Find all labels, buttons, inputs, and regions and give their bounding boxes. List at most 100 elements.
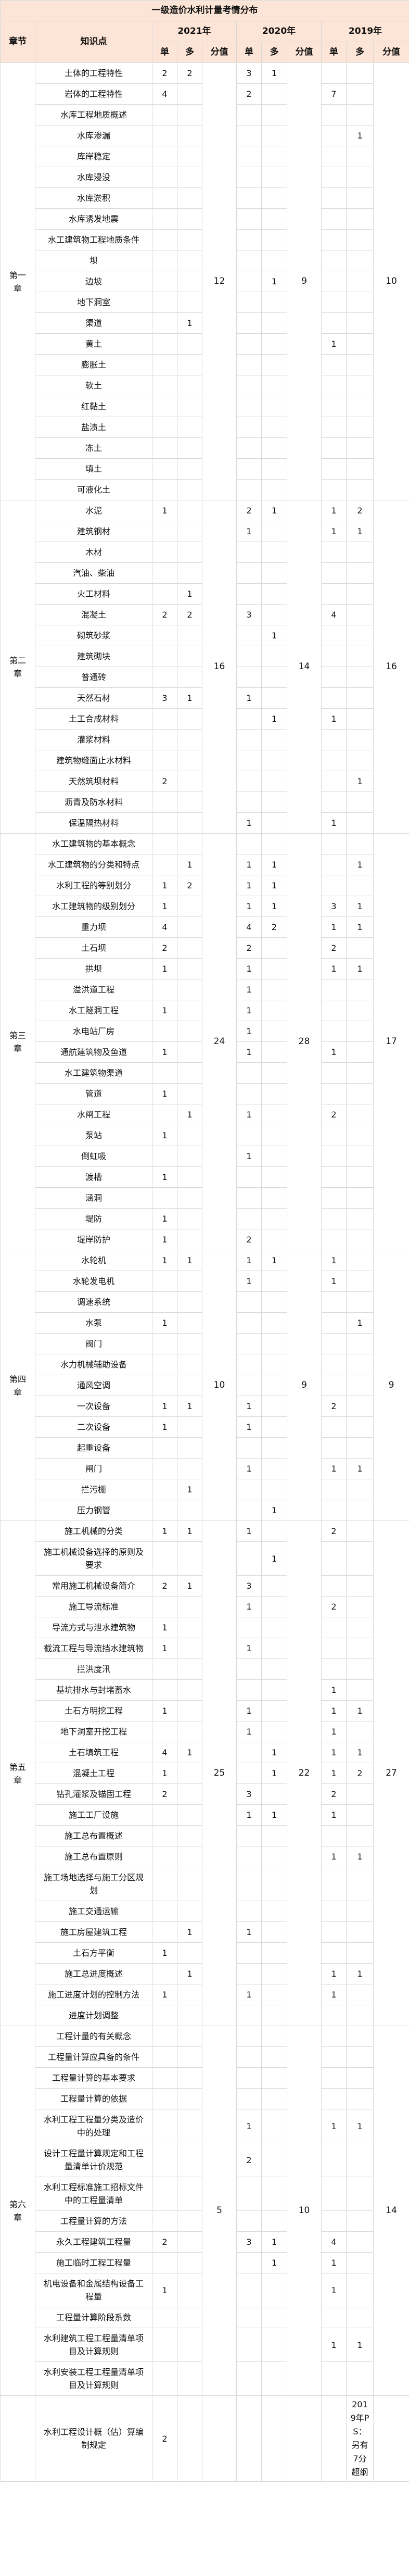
multi-2019 [346, 562, 374, 584]
score-2021: 16 [202, 500, 237, 834]
multi-2019 [346, 479, 374, 500]
single-2021: 1 [152, 875, 177, 896]
single-2021 [152, 1500, 177, 1521]
knowledge-point: 导流方式与泄水建筑物 [35, 1617, 152, 1638]
single-2020 [236, 2026, 262, 2047]
single-2020: 1 [236, 979, 262, 1000]
single-2019 [321, 833, 347, 855]
multi-2021: 2 [177, 875, 202, 896]
multi-2021: 1 [177, 1963, 202, 1984]
table-row: 地下洞室 [1, 292, 409, 313]
multi-2020 [261, 583, 287, 605]
single-2019: 1 [321, 1458, 347, 1479]
multi-2019 [346, 146, 374, 167]
single-2020 [236, 1166, 262, 1188]
multi-2020 [261, 1271, 287, 1292]
multi-2021 [177, 729, 202, 750]
single-2019 [321, 1125, 347, 1146]
multi-2020: 1 [261, 271, 287, 292]
multi-2019 [346, 2177, 374, 2211]
single-2019 [321, 1187, 347, 1209]
single-2020 [236, 1479, 262, 1500]
table-row: 工程量计算的依据 [1, 2088, 409, 2109]
multi-2021 [177, 916, 202, 938]
knowledge-point: 工程量计算的基本要求 [35, 2067, 152, 2089]
multi-2021 [177, 83, 202, 105]
multi-2020 [261, 1942, 287, 1964]
multi-2021 [177, 1783, 202, 1805]
single-2020 [236, 1291, 262, 1313]
single-2021 [152, 1846, 177, 1867]
single-2021 [152, 1921, 177, 1943]
multi-2019: 2019年PS：另有7分超纲 [346, 2395, 374, 2482]
score-2020: 14 [287, 500, 322, 834]
multi-2021 [177, 750, 202, 771]
multi-2021 [177, 1000, 202, 1021]
knowledge-point: 水利建筑工程工程量清单项目及计算规则 [35, 2328, 152, 2362]
single-2021 [152, 1963, 177, 1984]
single-2021: 2 [152, 604, 177, 625]
single-2020: 1 [236, 1721, 262, 1742]
multi-2019: 1 [346, 1963, 374, 1984]
knowledge-point: 土石坝 [35, 937, 152, 959]
single-2019: 1 [321, 1250, 347, 1271]
knowledge-point: 建筑砌块 [35, 646, 152, 667]
multi-2020 [261, 1575, 287, 1597]
multi-2020 [261, 208, 287, 230]
single-2021 [152, 2328, 177, 2362]
multi-2020 [261, 729, 287, 750]
multi-2020 [261, 2067, 287, 2089]
multi-2020 [261, 1521, 287, 1542]
single-2021: 2 [152, 62, 177, 84]
multi-2019: 2 [346, 1763, 374, 1784]
single-2021 [152, 208, 177, 230]
single-2019 [321, 354, 347, 375]
single-2021: 1 [152, 1700, 177, 1721]
knowledge-point: 红黏土 [35, 396, 152, 417]
single-2020 [236, 271, 262, 292]
multi-2020 [261, 83, 287, 105]
multi-2021 [177, 1867, 202, 1901]
multi-2021 [177, 1901, 202, 1922]
single-2020 [236, 1437, 262, 1459]
multi-2020: 1 [261, 1763, 287, 1784]
multi-2019 [346, 542, 374, 563]
multi-2021: 1 [177, 1575, 202, 1597]
multi-2019 [346, 1825, 374, 1846]
multi-2021 [177, 1679, 202, 1701]
single-2021 [152, 2088, 177, 2109]
table-row: 可液化土 [1, 479, 409, 500]
multi-2020 [261, 604, 287, 625]
knowledge-point: 拱坝 [35, 958, 152, 979]
single-2019 [321, 1229, 347, 1250]
table-row: 膨胀土 [1, 354, 409, 375]
single-2020 [236, 208, 262, 230]
single-2021 [152, 2361, 177, 2396]
single-2020 [236, 833, 262, 855]
knowledge-point: 水工建筑物的级别划分 [35, 896, 152, 917]
table-row: 木材 [1, 542, 409, 563]
multi-2021: 1 [177, 1479, 202, 1500]
knowledge-point: 灌浆材料 [35, 729, 152, 750]
knowledge-point: 进度计划调整 [35, 2005, 152, 2026]
multi-2020 [261, 833, 287, 855]
knowledge-point: 重力坝 [35, 916, 152, 938]
knowledge-point: 保温隔热材料 [35, 812, 152, 834]
single-2020 [236, 1742, 262, 1763]
multi-2021 [177, 791, 202, 813]
single-2019 [321, 2307, 347, 2328]
knowledge-point: 基坑排水与封堵蓄水 [35, 1679, 152, 1701]
multi-2019 [346, 708, 374, 730]
multi-2021 [177, 479, 202, 500]
single-2021 [152, 250, 177, 271]
multi-2021 [177, 667, 202, 688]
single-2021 [152, 1354, 177, 1375]
multi-2021 [177, 1804, 202, 1826]
